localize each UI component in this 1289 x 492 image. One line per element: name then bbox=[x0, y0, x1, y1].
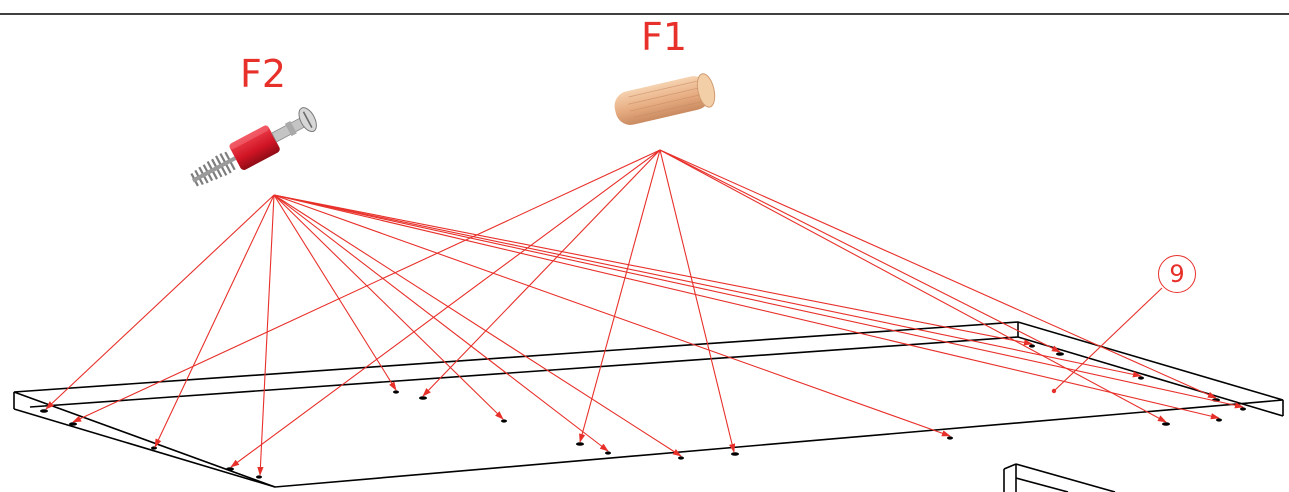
leader-arrow bbox=[45, 194, 275, 410]
part-number-callout: 9 bbox=[1158, 255, 1196, 293]
leader-arrow bbox=[273, 194, 1033, 346]
leader-arrow bbox=[230, 149, 661, 468]
leader-arrow bbox=[273, 194, 1142, 378]
hole bbox=[1216, 418, 1222, 422]
hole bbox=[576, 442, 584, 446]
leader-arrow bbox=[273, 194, 1220, 420]
leader-arrow bbox=[659, 149, 1061, 353]
part-9-leader bbox=[1051, 287, 1163, 394]
leader-arrow bbox=[579, 149, 661, 443]
panel-front-edge bbox=[13, 408, 276, 488]
leader-arrow bbox=[257, 194, 275, 476]
hole bbox=[256, 475, 262, 479]
f2-leader-lines bbox=[45, 194, 1244, 476]
leader-arrow bbox=[659, 149, 1167, 423]
cam-bolt-icon bbox=[190, 107, 317, 187]
adjacent-panel bbox=[1003, 463, 1116, 492]
label-f2: F2 bbox=[240, 52, 287, 96]
panel-top-face bbox=[13, 321, 1284, 488]
leader-arrow bbox=[273, 194, 609, 452]
hole bbox=[226, 467, 234, 471]
hole bbox=[1056, 352, 1064, 356]
leader-arrow bbox=[154, 194, 275, 448]
hole bbox=[731, 452, 739, 456]
hole bbox=[501, 419, 507, 423]
hole bbox=[1162, 422, 1170, 426]
hole bbox=[69, 422, 77, 426]
leader-arrow bbox=[659, 149, 1217, 399]
hole bbox=[393, 390, 399, 394]
leader-arrow bbox=[72, 149, 661, 423]
hole bbox=[947, 436, 953, 440]
hole bbox=[40, 409, 48, 413]
hole bbox=[1138, 376, 1144, 380]
dowel-icon bbox=[614, 73, 716, 125]
hole bbox=[151, 446, 157, 450]
hole bbox=[1240, 407, 1246, 411]
hole bbox=[419, 396, 427, 400]
panel-9 bbox=[13, 321, 1284, 488]
hole bbox=[678, 456, 684, 460]
f1-leader-lines bbox=[72, 149, 1217, 468]
leader-arrow bbox=[273, 194, 1244, 409]
leader-arrow bbox=[273, 194, 951, 437]
leader-arrow bbox=[273, 194, 397, 391]
leader-arrow bbox=[273, 194, 504, 420]
leader-arrow bbox=[422, 149, 661, 397]
panel-back-edge bbox=[29, 336, 1019, 408]
leader-arrow bbox=[659, 149, 736, 453]
leader-arrow bbox=[273, 194, 682, 457]
label-f1: F1 bbox=[641, 15, 688, 59]
hole bbox=[1029, 344, 1035, 348]
hole bbox=[605, 451, 611, 455]
